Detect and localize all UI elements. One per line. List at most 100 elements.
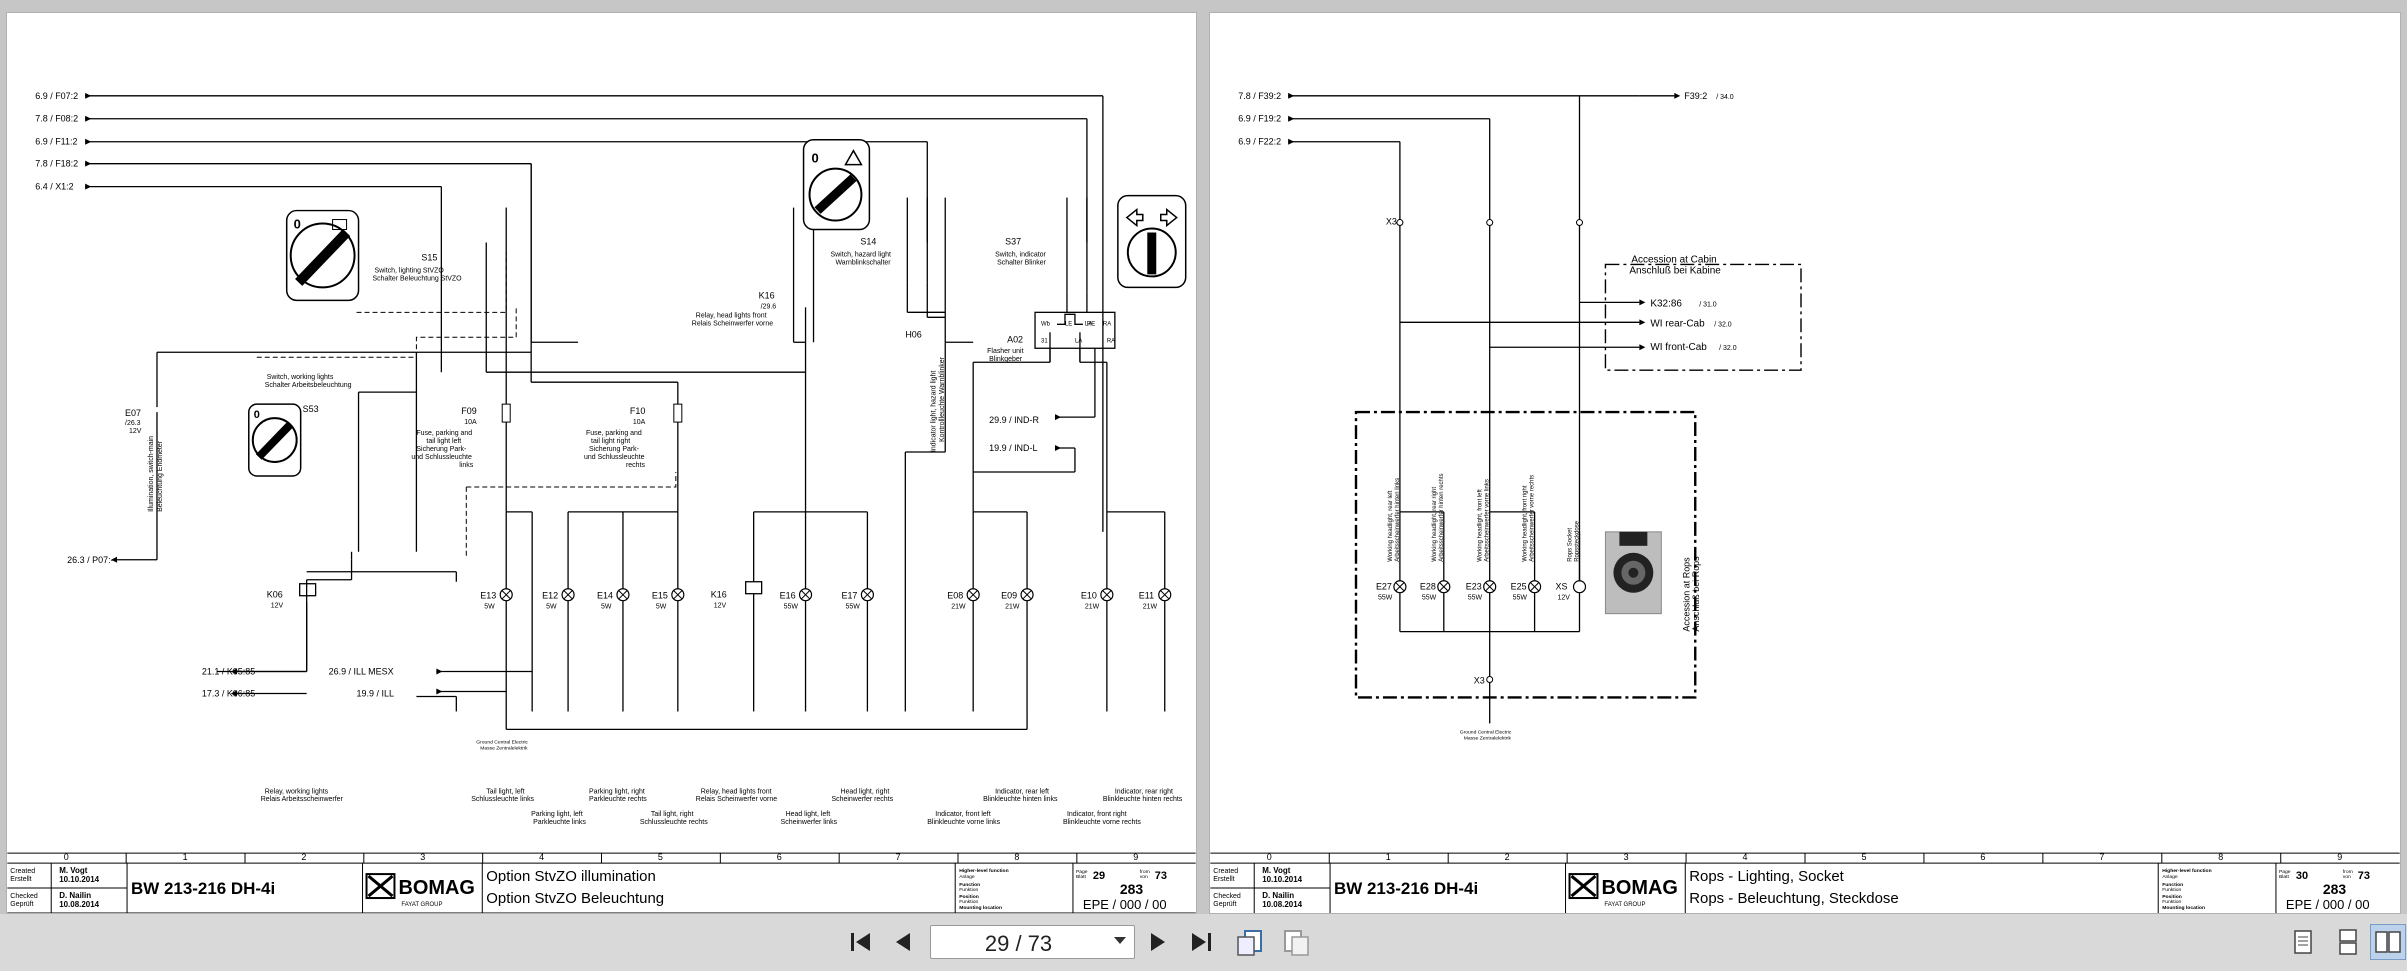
svg-text:Blinkleuchte vorne rechts: Blinkleuchte vorne rechts bbox=[1063, 819, 1141, 826]
svg-text:BOMAG: BOMAG bbox=[1601, 877, 1677, 899]
svg-text:from: from bbox=[1140, 869, 1150, 875]
rops-box: Accession at Rops Anschluß bei Rops bbox=[1354, 410, 1701, 699]
svg-text:Blinkleuchte hinten links: Blinkleuchte hinten links bbox=[983, 796, 1058, 803]
svg-text:12V: 12V bbox=[129, 428, 142, 435]
lamp-wattage: 5W bbox=[656, 604, 667, 611]
svg-text:Funktion: Funktion bbox=[2162, 887, 2181, 893]
svg-text:7.8 / F39:2: 7.8 / F39:2 bbox=[1238, 91, 1281, 101]
svg-text:0: 0 bbox=[294, 217, 301, 232]
single-page-view-button[interactable] bbox=[2285, 924, 2321, 960]
grid-number: 1 bbox=[183, 852, 188, 862]
two-page-icon bbox=[2375, 931, 2401, 953]
lamp-labels: E135WE125WE145WE155WE1655WE1755WE0821WE0… bbox=[480, 591, 1157, 611]
last-page-button[interactable] bbox=[1183, 924, 1219, 960]
rotate-left-button[interactable] bbox=[1232, 924, 1268, 960]
continuous-view-button[interactable] bbox=[2330, 924, 2366, 960]
svg-text:Parking light, left: Parking light, left bbox=[531, 811, 583, 818]
first-page-button[interactable] bbox=[843, 924, 879, 960]
machine-title: BW 213-216 DH-4i bbox=[131, 879, 275, 898]
svg-text:0: 0 bbox=[812, 151, 819, 166]
svg-text:26.9 / ILL MESX: 26.9 / ILL MESX bbox=[329, 667, 394, 677]
rops-lamp-cross bbox=[1530, 582, 1539, 592]
svg-text:Tail light, left: Tail light, left bbox=[486, 788, 524, 795]
svg-text:6.9 / F19:2: 6.9 / F19:2 bbox=[1238, 114, 1281, 124]
svg-text:EPE / 000 / 00: EPE / 000 / 00 bbox=[1083, 897, 1167, 912]
desc-s53-2: Schalter Arbeitsbeleuchtung bbox=[265, 382, 352, 389]
page-selector[interactable]: 29 / 73 bbox=[930, 925, 1135, 959]
component-labels: S15 Switch, lighting StVZO Schalter Bele… bbox=[125, 236, 1115, 609]
svg-text:283: 283 bbox=[1120, 881, 1144, 897]
label-s37: S37 bbox=[1005, 236, 1021, 246]
rotate-right-button[interactable] bbox=[1278, 924, 1314, 960]
title-block-right: Created Erstellt Checked Geprüft M. Vogt… bbox=[1210, 852, 2400, 913]
svg-text:Kontrollleuchte Warnblinker: Kontrollleuchte Warnblinker bbox=[939, 356, 946, 442]
svg-text:12V: 12V bbox=[714, 603, 727, 610]
ref-left-4: 7.8 / F18:2 bbox=[35, 159, 78, 169]
lamp-wattage: 21W bbox=[1143, 604, 1158, 611]
svg-text:Relais Scheinwerfer vorne: Relais Scheinwerfer vorne bbox=[696, 796, 777, 803]
ref-left-1: 6.9 / F07:2 bbox=[35, 91, 78, 101]
svg-text:6.9 / F22:2: 6.9 / F22:2 bbox=[1238, 137, 1281, 147]
desc-s37-2: Schalter Blinker bbox=[997, 259, 1046, 266]
rops-lamp-wattage: 55W bbox=[1378, 595, 1393, 602]
rops-lamp-desc: Arbeitsscheinwerfer hinten rechts bbox=[1439, 474, 1445, 562]
svg-text:Higher-level function: Higher-level function bbox=[2162, 868, 2211, 874]
svg-text:Relais Arbeitsscheinwerfer: Relais Arbeitsscheinwerfer bbox=[261, 796, 344, 803]
svg-text:0: 0 bbox=[254, 409, 260, 421]
grid-number: 6 bbox=[777, 852, 782, 862]
svg-text:K32:86: K32:86 bbox=[1650, 298, 1682, 309]
switch-icon-s53: 0 bbox=[248, 403, 302, 477]
socket-photo bbox=[1604, 531, 1662, 615]
svg-text:Funktion: Funktion bbox=[959, 887, 978, 893]
next-page-button[interactable] bbox=[1140, 924, 1176, 960]
drawing-title-en: Option StvZO illumination bbox=[486, 868, 656, 885]
two-page-view-button[interactable] bbox=[2370, 924, 2406, 960]
svg-text:tail light left: tail light left bbox=[426, 438, 461, 445]
svg-text:WI front-Cab: WI front-Cab bbox=[1650, 342, 1707, 353]
svg-text:10.10.2014: 10.10.2014 bbox=[1262, 875, 1302, 884]
label-s15: S15 bbox=[421, 252, 437, 262]
grid-number: 7 bbox=[896, 852, 901, 862]
previous-page-button[interactable] bbox=[885, 924, 921, 960]
lamp-tag: E16 bbox=[780, 591, 796, 601]
svg-text:Geprüft: Geprüft bbox=[1213, 901, 1236, 908]
svg-text:Ground Central Electric: Ground Central Electric bbox=[1460, 729, 1512, 735]
rops-lamp-desc: Ropssteckdose bbox=[1575, 520, 1581, 561]
label-k16: K16 bbox=[759, 290, 775, 300]
lamp-tag: E09 bbox=[1001, 591, 1017, 601]
label-e07: E07 bbox=[125, 408, 141, 418]
lamp-wattage: 5W bbox=[601, 604, 612, 611]
rops-lamp-tag: E28 bbox=[1420, 582, 1436, 592]
svg-text:/ 34.0: / 34.0 bbox=[1716, 94, 1734, 101]
lamp-tag: E17 bbox=[841, 591, 857, 601]
next-page-icon bbox=[1151, 933, 1165, 951]
label-s53: S53 bbox=[303, 404, 319, 414]
svg-text:Mounting location: Mounting location bbox=[959, 905, 1002, 911]
svg-text:Anlage: Anlage bbox=[959, 874, 975, 880]
vertical-labels: Illumination, switch-main Beleuchtung En… bbox=[148, 356, 946, 511]
lamp-tag: E08 bbox=[947, 591, 963, 601]
svg-text:Indicator light, hazard light: Indicator light, hazard light bbox=[930, 371, 937, 452]
svg-text:EPE / 000 / 00: EPE / 000 / 00 bbox=[2286, 897, 2370, 912]
lamp-wattage: 55W bbox=[845, 604, 860, 611]
desc-s15-2: Schalter Beleuchtung StVZO bbox=[373, 275, 463, 282]
switch-icon-s14: 0 bbox=[802, 138, 871, 231]
svg-text:Schlussleuchte links: Schlussleuchte links bbox=[471, 796, 534, 803]
lamp-cross bbox=[673, 590, 683, 600]
desc-s14-2: Warnblinkschalter bbox=[835, 259, 891, 266]
rops-lamp-desc: Rops Socket bbox=[1568, 528, 1574, 562]
svg-text:/ 32.0: / 32.0 bbox=[1719, 345, 1737, 352]
svg-text:Anlage: Anlage bbox=[2162, 874, 2178, 880]
grid-number: 9 bbox=[2337, 852, 2342, 862]
drawing-title-de: Option StvZO Beleuchtung bbox=[486, 890, 664, 907]
svg-text:Parkleuchte links: Parkleuchte links bbox=[533, 819, 586, 826]
grid-number: 3 bbox=[420, 852, 425, 862]
lamp-wattage: 5W bbox=[546, 604, 557, 611]
grid-number: 4 bbox=[539, 852, 544, 862]
lamp-wattage: 21W bbox=[1085, 604, 1100, 611]
schematic-right-svg: Accession at Cabin Anschluß bei Kabine K… bbox=[1210, 91, 2400, 913]
schematic-page-left: 0 0 0 6.9 / F07:2 7.8 / F08:2 6.9 bbox=[6, 12, 1197, 914]
svg-text:Fuse, parking and: Fuse, parking and bbox=[416, 430, 472, 437]
left-refs: 6.9 / F07:2 7.8 / F08:2 6.9 / F11:2 7.8 … bbox=[35, 91, 92, 192]
